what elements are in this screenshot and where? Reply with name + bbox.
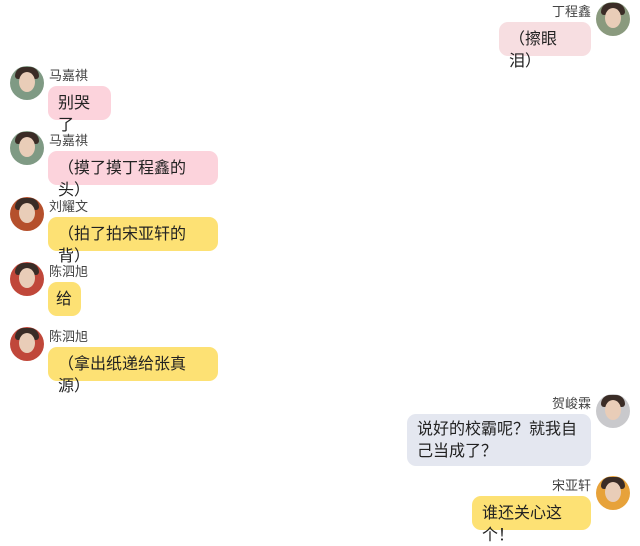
sender-name: 马嘉祺: [49, 134, 89, 149]
sender-name: 陈泗旭: [49, 330, 89, 345]
message-bubble[interactable]: （拍了拍宋亚轩的背）: [48, 217, 218, 265]
avatar[interactable]: [10, 262, 44, 296]
sender-name: 贺峻霖: [551, 397, 591, 412]
sender-name: 宋亚轩: [551, 479, 591, 494]
avatar[interactable]: [10, 131, 44, 165]
sender-name: 陈泗旭: [49, 265, 89, 280]
message-bubble[interactable]: （擦眼泪）: [499, 22, 591, 70]
message-bubble[interactable]: 给: [48, 282, 81, 316]
avatar[interactable]: [10, 197, 44, 231]
avatar[interactable]: [596, 476, 630, 510]
avatar[interactable]: [10, 327, 44, 361]
message-bubble[interactable]: 谁还关心这个！: [472, 496, 591, 544]
sender-name: 马嘉祺: [49, 69, 89, 84]
message-bubble[interactable]: （拿出纸递给张真源）: [48, 347, 218, 395]
sender-name: 刘耀文: [49, 200, 89, 215]
message-bubble[interactable]: 别哭了: [48, 86, 111, 134]
avatar[interactable]: [10, 66, 44, 100]
avatar[interactable]: [596, 2, 630, 36]
message-bubble[interactable]: （摸了摸丁程鑫的头）: [48, 151, 218, 199]
message-bubble[interactable]: 说好的校霸呢？就我自己当成了？: [407, 414, 591, 466]
avatar[interactable]: [596, 394, 630, 428]
sender-name: 丁程鑫: [551, 5, 591, 20]
